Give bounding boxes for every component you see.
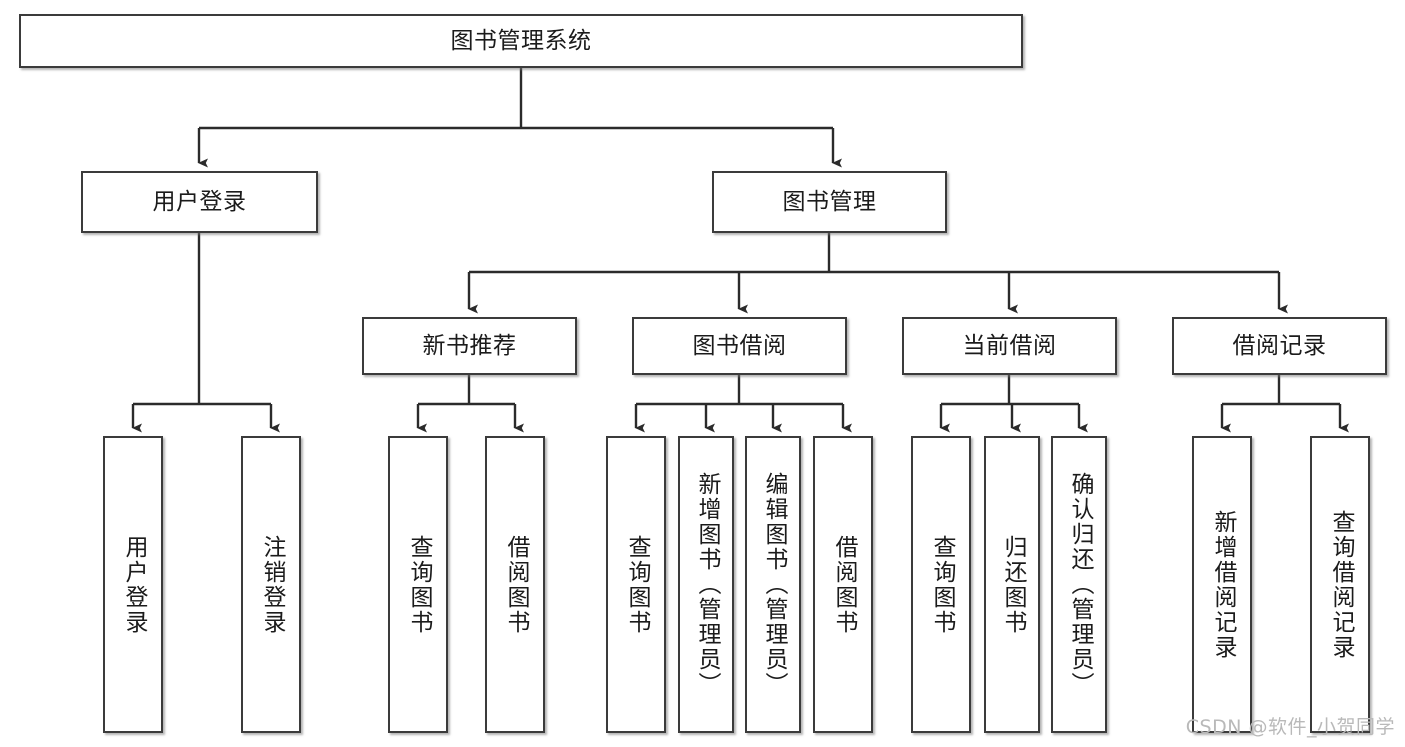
node-leaf-add-book-label: 新增图书（管理员）: [693, 472, 720, 697]
node-book-borrow-label: 图书借阅: [692, 332, 787, 359]
node-leaf-query-book-1-label: 查询图书: [405, 534, 432, 635]
node-leaf-query-record[interactable]: 查询借阅记录: [1310, 436, 1370, 733]
node-user-login-label: 用户登录: [152, 188, 247, 215]
node-leaf-query-book-1[interactable]: 查询图书: [388, 436, 448, 733]
node-book-manage-label: 图书管理: [782, 188, 877, 215]
node-leaf-edit-book[interactable]: 编辑图书（管理员）: [745, 436, 801, 733]
node-book-manage[interactable]: 图书管理: [712, 171, 947, 233]
node-leaf-add-record[interactable]: 新增借阅记录: [1192, 436, 1252, 733]
node-leaf-borrow-book-2[interactable]: 借阅图书: [813, 436, 873, 733]
node-leaf-edit-book-label: 编辑图书（管理员）: [760, 472, 787, 697]
watermark-text: CSDN @软件_小贺同学: [1185, 716, 1395, 738]
node-book-borrow[interactable]: 图书借阅: [632, 317, 847, 375]
node-leaf-confirm-return-label: 确认归还（管理员）: [1066, 472, 1093, 697]
node-leaf-borrow-book-2-label: 借阅图书: [830, 534, 857, 635]
node-leaf-return-book-label: 归还图书: [999, 534, 1026, 635]
node-leaf-user-logout-label: 注销登录: [258, 534, 285, 635]
node-leaf-add-book[interactable]: 新增图书（管理员）: [678, 436, 734, 733]
node-leaf-user-login-label: 用户登录: [120, 534, 147, 635]
node-new-book-rec-label: 新书推荐: [422, 332, 517, 359]
node-current-borrow-label: 当前借阅: [962, 332, 1057, 359]
node-leaf-query-record-label: 查询借阅记录: [1327, 509, 1354, 660]
node-leaf-user-logout[interactable]: 注销登录: [241, 436, 301, 733]
node-root-label: 图书管理系统: [450, 27, 592, 54]
node-user-login[interactable]: 用户登录: [81, 171, 318, 233]
node-leaf-confirm-return[interactable]: 确认归还（管理员）: [1051, 436, 1107, 733]
node-leaf-query-book-2-label: 查询图书: [623, 534, 650, 635]
node-root[interactable]: 图书管理系统: [19, 14, 1023, 68]
node-leaf-query-book-3-label: 查询图书: [928, 534, 955, 635]
node-leaf-query-book-2[interactable]: 查询图书: [606, 436, 666, 733]
node-leaf-return-book[interactable]: 归还图书: [984, 436, 1040, 733]
node-borrow-record[interactable]: 借阅记录: [1172, 317, 1387, 375]
node-leaf-user-login[interactable]: 用户登录: [103, 436, 163, 733]
node-new-book-rec[interactable]: 新书推荐: [362, 317, 577, 375]
node-leaf-borrow-book-1-label: 借阅图书: [502, 534, 529, 635]
node-leaf-borrow-book-1[interactable]: 借阅图书: [485, 436, 545, 733]
node-current-borrow[interactable]: 当前借阅: [902, 317, 1117, 375]
node-leaf-add-record-label: 新增借阅记录: [1209, 509, 1236, 660]
node-borrow-record-label: 借阅记录: [1232, 332, 1327, 359]
node-leaf-query-book-3[interactable]: 查询图书: [911, 436, 971, 733]
